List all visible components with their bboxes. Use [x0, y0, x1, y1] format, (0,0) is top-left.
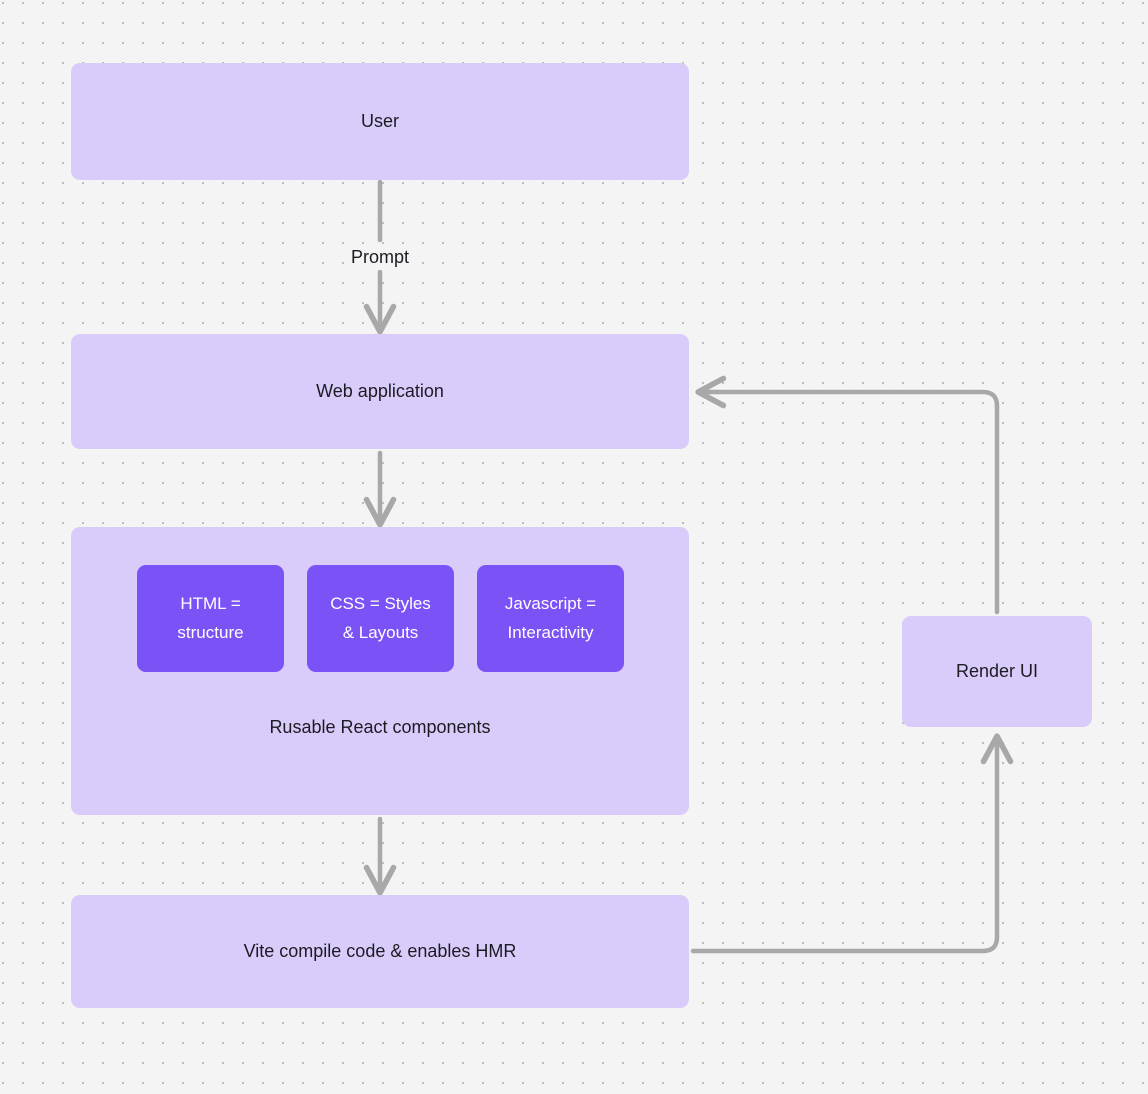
node-html[interactable]: HTML = structure — [137, 565, 284, 672]
node-html-label: HTML = structure — [177, 590, 243, 648]
node-javascript[interactable]: Javascript = Interactivity — [477, 565, 624, 672]
node-render-ui[interactable]: Render UI — [902, 616, 1092, 727]
node-vite-label: Vite compile code & enables HMR — [243, 941, 517, 962]
node-vite[interactable]: Vite compile code & enables HMR — [71, 895, 689, 1008]
node-web-application-label: Web application — [316, 381, 444, 402]
node-user-label: User — [360, 111, 399, 132]
edge-label-prompt: Prompt — [344, 245, 417, 270]
node-render-ui-label: Render UI — [955, 661, 1039, 682]
node-javascript-label-line1: Javascript = — [504, 593, 597, 613]
node-javascript-label-line2: Interactivity — [507, 622, 594, 642]
node-html-label-line2: structure — [177, 622, 244, 642]
edge-vite-to-render — [690, 733, 1014, 954]
node-css[interactable]: CSS = Styles & Layouts — [307, 565, 454, 672]
node-javascript-label: Javascript = Interactivity — [505, 590, 596, 648]
node-css-label-line1: CSS = Styles — [330, 593, 431, 613]
edge-render-to-webapp — [695, 375, 1000, 615]
node-reusable-react-components[interactable]: HTML = structure CSS = Styles & Layouts … — [71, 527, 689, 815]
node-web-application[interactable]: Web application — [71, 334, 689, 449]
node-css-label: CSS = Styles & Layouts — [330, 590, 431, 648]
node-css-label-line2: & Layouts — [342, 622, 419, 642]
node-user[interactable]: User — [71, 63, 689, 180]
node-components-caption: Rusable React components — [269, 717, 491, 737]
node-html-label-line1: HTML = — [180, 593, 241, 613]
